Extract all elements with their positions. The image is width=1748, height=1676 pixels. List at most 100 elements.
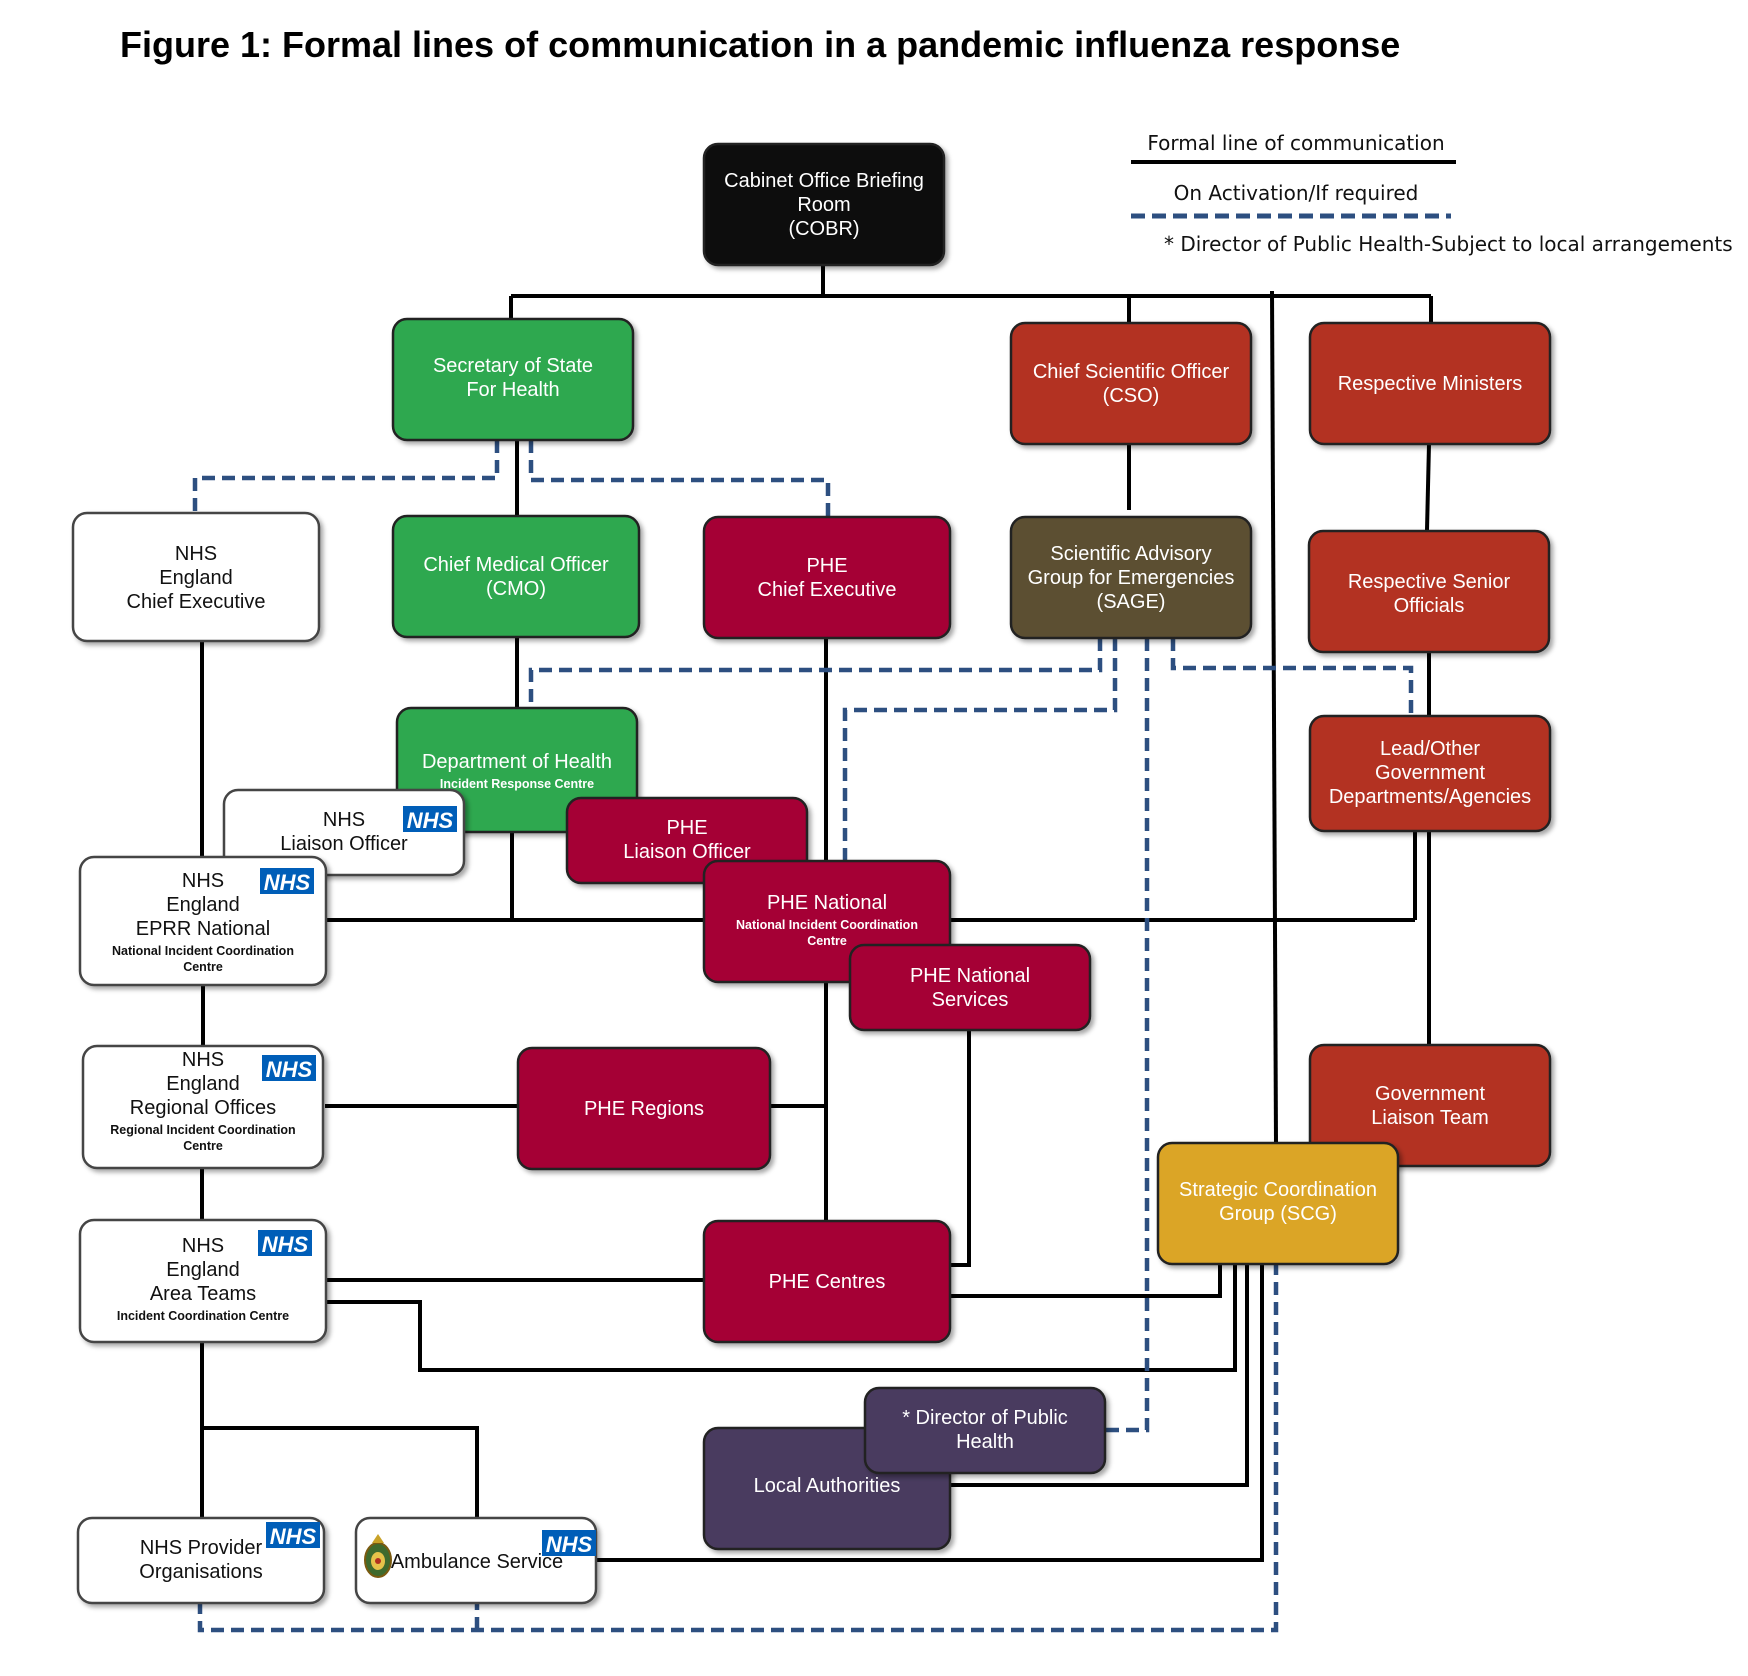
- node-nhs-liaison-nhs-logo: NHS: [403, 806, 457, 833]
- node-sage-label-2: (SAGE): [1097, 591, 1166, 613]
- node-nhs-regional-label-0: NHS: [182, 1049, 224, 1071]
- node-cso-label-0: Chief Scientific Officer: [1033, 361, 1230, 383]
- legend: Formal line of communication On Activati…: [1131, 131, 1733, 256]
- node-phe-services-label-1: Services: [932, 989, 1009, 1011]
- node-phe-regions: PHE Regions: [516, 1046, 772, 1171]
- node-sos-label-0: Secretary of State: [433, 355, 593, 377]
- node-phe-regions-label-0: PHE Regions: [584, 1098, 704, 1120]
- node-dph-label-0: * Director of Public: [902, 1407, 1068, 1429]
- node-senior-label-0: Respective Senior: [1348, 571, 1511, 593]
- svg-text:NHS: NHS: [407, 808, 454, 833]
- node-sage-label-1: Group for Emergencies: [1028, 567, 1235, 589]
- node-cso: Chief Scientific Officer(CSO): [1009, 321, 1253, 446]
- node-cmo-label-0: Chief Medical Officer: [423, 554, 609, 576]
- node-nhs-eprr-nhs-logo: NHS: [260, 868, 314, 895]
- node-nhs-regional-nhs-logo: NHS: [262, 1055, 316, 1082]
- node-gov-liaison-label-1: Liaison Team: [1371, 1107, 1488, 1129]
- node-lead-gov-label-1: Government: [1375, 762, 1485, 784]
- node-nhs-regional-sublabel-0: Regional Incident Coordination: [110, 1123, 295, 1137]
- svg-text:NHS: NHS: [266, 1057, 313, 1082]
- legend-formal-label: Formal line of communication: [1147, 131, 1444, 155]
- figure-title: Figure 1: Formal lines of communication …: [120, 24, 1401, 65]
- node-doh-sublabel-0: Incident Response Centre: [440, 777, 594, 791]
- node-ambulance-nhs-logo: NHS: [542, 1530, 596, 1557]
- node-nhs-provider-nhs-logo: NHS: [266, 1522, 320, 1549]
- node-sage-label-0: Scientific Advisory: [1050, 543, 1211, 565]
- node-nhs-provider-label-1: Organisations: [139, 1561, 262, 1583]
- node-ministers-label-0: Respective Ministers: [1338, 373, 1523, 395]
- node-phe-liaison-label-1: Liaison Officer: [623, 841, 751, 863]
- svg-text:NHS: NHS: [546, 1532, 593, 1557]
- node-nhs-area-nhs-logo: NHS: [258, 1230, 312, 1257]
- node-nhs-area-label-0: NHS: [182, 1235, 224, 1257]
- node-nhs-regional-sublabel-1: Centre: [183, 1139, 223, 1153]
- node-local-auth-label-0: Local Authorities: [754, 1475, 901, 1497]
- node-cmo-label-1: (CMO): [486, 578, 546, 600]
- node-cobr-label-2: (COBR): [788, 218, 859, 240]
- svg-text:NHS: NHS: [270, 1524, 317, 1549]
- node-nhs-liaison-label-1: Liaison Officer: [280, 833, 408, 855]
- node-cso-label-1: (CSO): [1103, 385, 1160, 407]
- node-nhs-area-label-1: England: [166, 1259, 239, 1281]
- node-phe-liaison-label-0: PHE: [666, 817, 707, 839]
- node-phe-centres: PHE Centres: [702, 1219, 952, 1344]
- node-scg-label-0: Strategic Coordination: [1179, 1179, 1377, 1201]
- node-dph-label-1: Health: [956, 1431, 1014, 1453]
- node-phe-national-label-0: PHE National: [767, 892, 887, 914]
- formal-connectors: [200, 264, 1433, 1562]
- node-phe-ce-label-1: Chief Executive: [758, 579, 897, 601]
- node-nhs-ce-label-1: England: [159, 567, 232, 589]
- node-senior-label-1: Officials: [1394, 595, 1465, 617]
- node-nhs-eprr-label-2: EPRR National: [136, 918, 271, 940]
- svg-text:NHS: NHS: [264, 870, 311, 895]
- legend-note: * Director of Public Health-Subject to l…: [1164, 232, 1733, 256]
- node-phe-ce-label-0: PHE: [806, 555, 847, 577]
- node-ministers: Respective Ministers: [1308, 321, 1552, 446]
- node-cobr-label-0: Cabinet Office Briefing: [724, 170, 924, 192]
- node-phe-national-sublabel-0: National Incident Coordination: [736, 918, 918, 932]
- node-scg-label-1: Group (SCG): [1219, 1203, 1337, 1225]
- node-sos-label-1: For Health: [466, 379, 559, 401]
- node-nhs-area-sublabel-0: Incident Coordination Centre: [117, 1309, 289, 1323]
- node-nhs-regional-label-1: England: [166, 1073, 239, 1095]
- activation-connectors: [192, 440, 1414, 1633]
- node-nhs-eprr-label-0: NHS: [182, 870, 224, 892]
- node-nhs-eprr-label-1: England: [166, 894, 239, 916]
- node-nhs-ce-label-0: NHS: [175, 543, 217, 565]
- node-nhs-eprr-sublabel-0: National Incident Coordination: [112, 944, 294, 958]
- node-phe-services-label-0: PHE National: [910, 965, 1030, 987]
- legend-activation-label: On Activation/If required: [1174, 181, 1419, 205]
- node-gov-liaison-label-0: Government: [1375, 1083, 1485, 1105]
- ambulance-crest-icon: [364, 1534, 392, 1578]
- node-nhs-regional-label-2: Regional Offices: [130, 1097, 276, 1119]
- node-phe-centres-label-0: PHE Centres: [769, 1271, 886, 1293]
- node-doh-label-0: Department of Health: [422, 751, 612, 773]
- node-phe-national-sublabel-1: Centre: [807, 934, 847, 948]
- node-nhs-eprr-sublabel-1: Centre: [183, 960, 223, 974]
- svg-text:NHS: NHS: [262, 1232, 309, 1257]
- node-nhs-ce-label-2: Chief Executive: [127, 591, 266, 613]
- node-nhs-provider-label-0: NHS Provider: [140, 1537, 263, 1559]
- node-lead-gov-label-2: Departments/Agencies: [1329, 786, 1531, 808]
- node-nhs-liaison-label-0: NHS: [323, 809, 365, 831]
- node-nhs-area-label-2: Area Teams: [150, 1283, 256, 1305]
- node-ambulance-label-0: Ambulance Service: [391, 1551, 563, 1573]
